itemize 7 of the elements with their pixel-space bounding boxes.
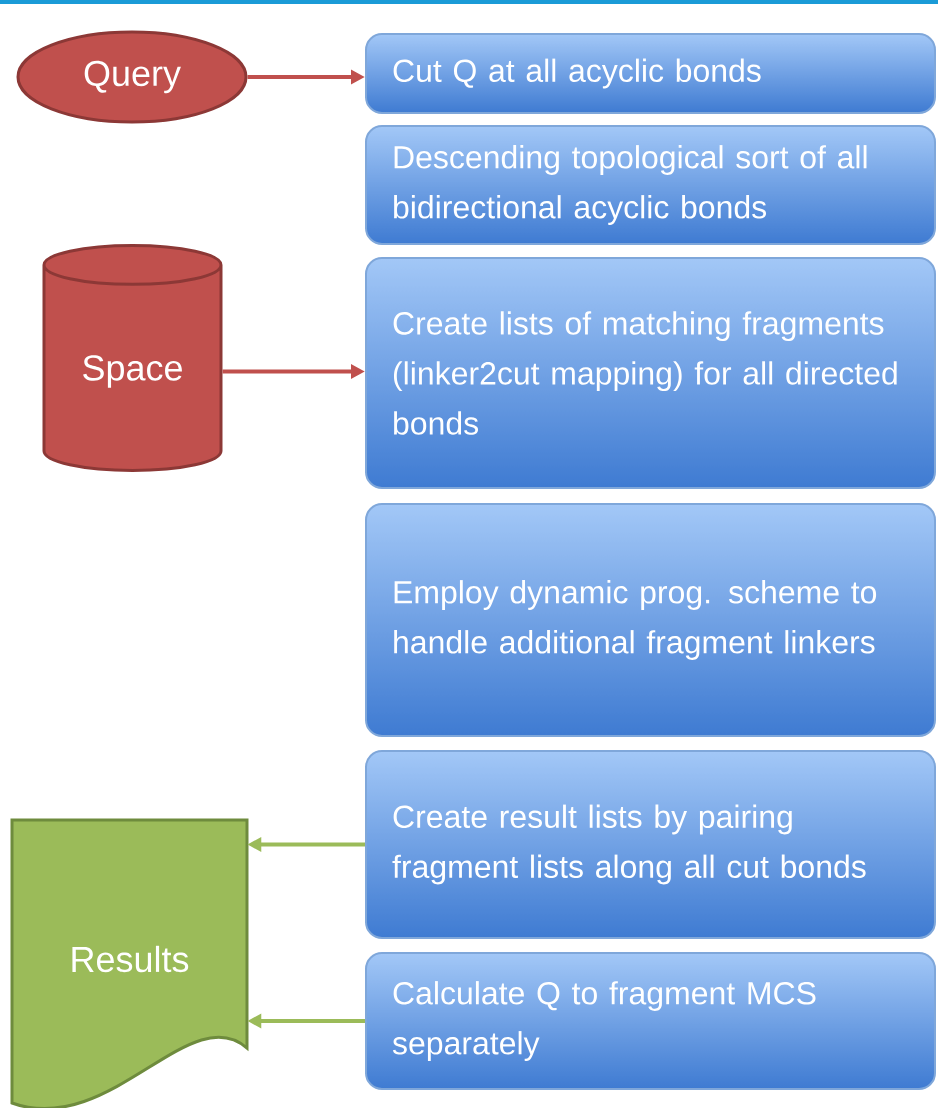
process-box: Calculate Q to fragment MCS separately <box>365 952 936 1090</box>
process-box: Employ dynamic prog. scheme to handle additional fragment linkers <box>365 503 936 737</box>
process-box: Descending topological sort of all bidirectional acyclic bonds <box>365 125 936 245</box>
process-box: Create result lists by pairing fragment lists along all cut bonds <box>365 750 936 939</box>
process-box: Create lists of matching fragments (linker2cut mapping) for all directed bonds <box>365 257 936 489</box>
database-cylinder: Space <box>42 244 223 472</box>
process-box: Cut Q at all acyclic bonds <box>365 33 936 114</box>
